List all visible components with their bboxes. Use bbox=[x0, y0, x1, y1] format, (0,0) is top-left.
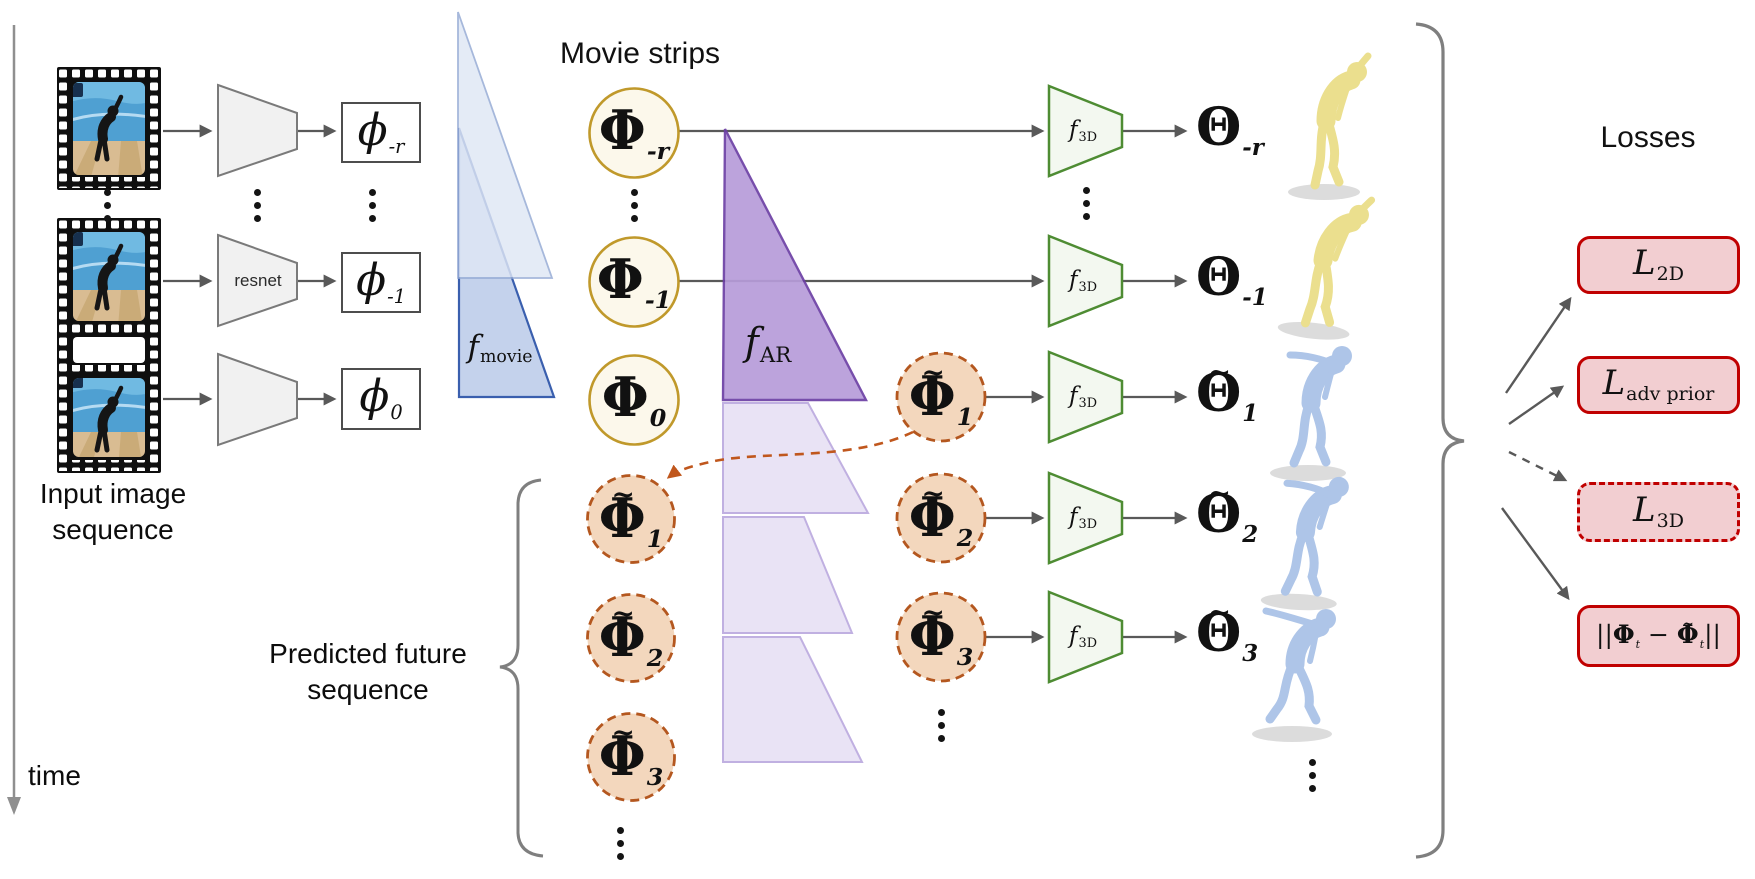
loss-box-consistency: ||Φt − ~Φt|| bbox=[1577, 605, 1740, 667]
flow-arrows bbox=[163, 124, 1188, 644]
predicted-left-label-1: ~Φ1 bbox=[598, 477, 664, 553]
movie-circle-label-0: Φ0 bbox=[601, 364, 667, 432]
ellipsis-predicted-right-column bbox=[938, 709, 945, 716]
f3d-label-3: f3D bbox=[1068, 382, 1098, 412]
f-ar-cascade bbox=[722, 402, 870, 763]
phi-box-0: ϕ0 bbox=[341, 368, 421, 430]
resnet-encoders bbox=[217, 83, 298, 447]
time-label: time bbox=[28, 760, 81, 792]
f-ar-label: fAR bbox=[744, 319, 792, 368]
loss-arrows bbox=[1501, 296, 1572, 601]
theta-label-2: ~Θ2 bbox=[1196, 477, 1259, 548]
f3d-label-2: f3D bbox=[1068, 266, 1098, 296]
theta-label-3: ~Θ3 bbox=[1196, 596, 1259, 667]
predicted-right-label-1: ~Φ1 bbox=[908, 355, 974, 431]
movie-strips-title: Movie strips bbox=[559, 37, 721, 70]
resnet-label: resnet bbox=[234, 271, 282, 290]
phi-box-minus-r: ϕ-r bbox=[341, 102, 421, 163]
autoregressive-feedback-arrow bbox=[666, 430, 914, 479]
theta-label-minus-1: Θ-1 bbox=[1196, 247, 1268, 311]
time-axis bbox=[7, 25, 21, 815]
f-ar-triangle bbox=[721, 128, 868, 402]
f3d-label-4: f3D bbox=[1068, 503, 1098, 533]
ellipsis-movie-column bbox=[631, 189, 638, 196]
predicted-left-label-2: ~Φ2 bbox=[598, 596, 664, 672]
f-movie-triangle-light bbox=[457, 11, 554, 279]
input-image-sequence-label: Input image sequence bbox=[39, 478, 187, 545]
film-strip-2 bbox=[57, 218, 161, 473]
f3d-decoders bbox=[1047, 84, 1124, 684]
predicted-left-label-3: ~Φ3 bbox=[598, 715, 664, 791]
theta-label-minus-r: Θ-r bbox=[1196, 97, 1264, 161]
predicted-circles bbox=[586, 351, 987, 802]
loss-box-adv-prior: Ladv prior bbox=[1577, 356, 1740, 414]
film-strip-1 bbox=[57, 67, 161, 190]
loss-box-3d: L3D bbox=[1577, 482, 1740, 542]
phi-box-minus-1: ϕ-1 bbox=[341, 252, 421, 313]
movie-circle-label-minus-1: Φ-1 bbox=[596, 246, 672, 314]
losses-title: Losses bbox=[1600, 121, 1696, 154]
ellipsis-predicted-left-column bbox=[617, 827, 624, 834]
ellipsis-encoder-column bbox=[254, 189, 261, 196]
loss-box-2d: L2D bbox=[1577, 236, 1740, 294]
movie-strip-circles bbox=[588, 87, 680, 446]
ellipsis-film-column bbox=[104, 189, 111, 196]
predicted-future-sequence-label: Predicted future sequence bbox=[269, 638, 467, 705]
f-movie-label: fmovie bbox=[467, 328, 533, 368]
f3d-label-1: f3D bbox=[1068, 116, 1098, 146]
outputs-brace bbox=[1415, 22, 1465, 859]
predicted-right-label-3: ~Φ3 bbox=[908, 595, 974, 671]
f3d-label-5: f3D bbox=[1068, 622, 1098, 652]
theta-label-1: ~Θ1 bbox=[1196, 356, 1259, 427]
ellipsis-phi-column bbox=[369, 189, 376, 196]
predicted-right-label-2: ~Φ2 bbox=[908, 476, 974, 552]
predicted-sequence-brace bbox=[499, 478, 544, 858]
movie-circle-label-minus-r: Φ-r bbox=[598, 97, 670, 165]
ellipsis-human-column bbox=[1309, 759, 1316, 766]
ellipsis-f3d-column bbox=[1083, 187, 1090, 194]
